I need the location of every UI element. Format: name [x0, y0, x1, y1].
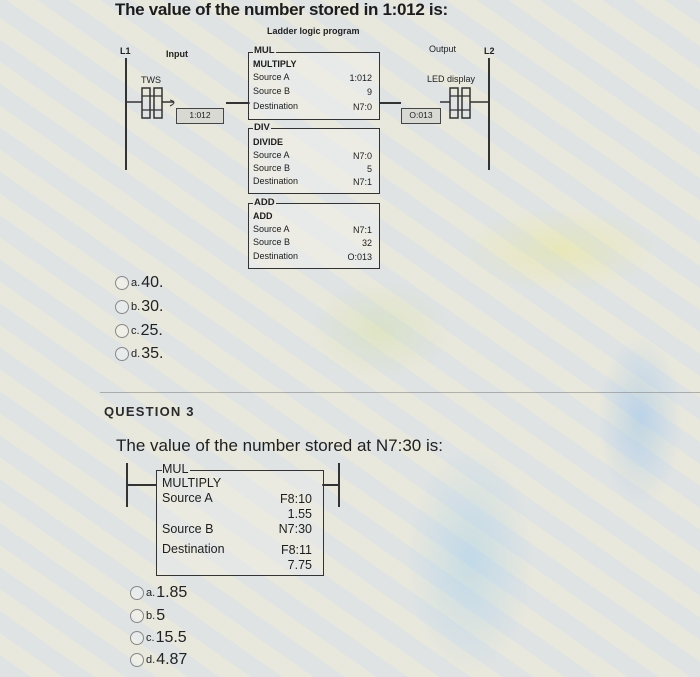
question-3-text: The value of the number stored at N7:30 … — [116, 436, 443, 455]
add-block — [248, 203, 380, 269]
tws-label: TWS — [141, 75, 161, 85]
rail-left — [125, 58, 127, 170]
div-name: DIVIDE — [253, 137, 284, 147]
q3-option-b[interactable]: b. 5 — [130, 607, 165, 625]
add-destination-value: O:013 — [347, 252, 372, 262]
input-address-box: 1:012 — [176, 108, 224, 124]
output-label: Output — [429, 44, 457, 54]
q3-source-b-label: Source B — [162, 522, 214, 536]
q3-rail-right — [338, 463, 340, 507]
option-letter: d. — [131, 348, 141, 360]
led-display-icon — [440, 87, 488, 119]
option-text: 4.87 — [156, 651, 188, 668]
q2-option-a[interactable]: a. 40. — [115, 274, 163, 292]
mul-destination-label: Destination — [253, 101, 299, 111]
q3-rung-wire — [127, 484, 157, 486]
input-label: Input — [166, 49, 188, 59]
q3-mul-name: MULTIPLY — [162, 476, 222, 490]
mul-source-a-value: 1:012 — [349, 73, 372, 83]
mul-destination-value: N7:0 — [352, 102, 372, 112]
option-letter: b. — [131, 301, 141, 313]
thumbwheel-switch-icon — [126, 87, 175, 119]
question-3-heading: QUESTION 3 — [104, 404, 195, 419]
led-display-label: LED display — [427, 74, 476, 84]
q3-destination-address: F8:11 — [280, 543, 312, 557]
radio-icon[interactable] — [115, 276, 129, 290]
q3-mul-tag: MUL — [162, 462, 191, 477]
option-text: 30. — [141, 298, 164, 315]
q3-option-c[interactable]: c. 15.5 — [130, 629, 187, 647]
div-destination-label: Destination — [253, 176, 299, 186]
mul-block — [248, 52, 380, 120]
div-tag: DIV — [253, 122, 271, 133]
rung-wire — [379, 102, 401, 104]
question-title: The value of the number stored in 1:012 … — [115, 0, 448, 19]
add-tag: ADD — [253, 197, 276, 208]
rail-right — [488, 58, 490, 170]
radio-icon[interactable] — [115, 324, 129, 338]
option-letter: a. — [131, 277, 141, 289]
radio-icon[interactable] — [115, 347, 129, 361]
div-source-a-label: Source A — [253, 150, 290, 160]
add-destination-label: Destination — [253, 251, 299, 261]
add-source-b-value: 32 — [361, 238, 372, 248]
q2-option-b[interactable]: b. 30. — [115, 298, 163, 316]
q3-destination-value: 7.75 — [287, 558, 312, 572]
mul-source-a-label: Source A — [253, 72, 290, 82]
add-name: ADD — [253, 211, 273, 221]
div-destination-value: N7:1 — [352, 177, 372, 187]
q3-source-b-value: N7:30 — [278, 522, 312, 536]
option-letter: c. — [131, 325, 140, 337]
mul-source-b-label: Source B — [253, 86, 291, 96]
option-letter: b. — [146, 610, 156, 622]
div-source-b-value: 5 — [366, 164, 372, 174]
q3-source-a-value: 1.55 — [287, 507, 312, 521]
section-divider — [100, 392, 700, 393]
radio-icon[interactable] — [130, 586, 144, 600]
option-letter: c. — [146, 632, 155, 644]
rail-left-label: L1 — [120, 46, 131, 56]
option-text: 1.85 — [156, 584, 188, 601]
q3-source-a-label: Source A — [162, 491, 213, 505]
radio-icon[interactable] — [130, 609, 144, 623]
div-block — [248, 128, 380, 194]
q2-option-d[interactable]: d. 35. — [115, 345, 163, 363]
option-letter: d. — [146, 654, 156, 666]
q2-option-c[interactable]: c. 25. — [115, 322, 163, 340]
output-address-box: O:013 — [401, 108, 441, 124]
radio-icon[interactable] — [115, 300, 129, 314]
option-text: 25. — [140, 322, 163, 339]
option-letter: a. — [146, 587, 156, 599]
div-source-b-label: Source B — [253, 163, 291, 173]
add-source-b-label: Source B — [253, 237, 291, 247]
q3-source-a-address: F8:10 — [280, 492, 312, 506]
radio-icon[interactable] — [130, 653, 144, 667]
option-text: 5 — [156, 607, 166, 624]
radio-icon[interactable] — [130, 631, 144, 645]
q3-option-a[interactable]: a. 1.85 — [130, 584, 187, 602]
option-text: 40. — [141, 274, 164, 291]
rung-wire — [226, 102, 250, 104]
q3-rung-wire — [322, 484, 339, 486]
add-source-a-label: Source A — [253, 224, 290, 234]
option-text: 15.5 — [155, 629, 187, 646]
diagram-caption: Ladder logic program — [267, 26, 360, 36]
div-source-a-value: N7:0 — [352, 151, 372, 161]
rail-right-label: L2 — [484, 46, 495, 56]
q3-mul-block — [156, 470, 324, 576]
add-source-a-value: N7:1 — [352, 225, 372, 235]
mul-tag: MUL — [253, 45, 276, 56]
option-text: 35. — [141, 345, 164, 362]
mul-name: MULTIPLY — [253, 59, 297, 69]
mul-source-b-value: 9 — [366, 87, 372, 97]
q3-destination-label: Destination — [162, 542, 225, 556]
q3-option-d[interactable]: d. 4.87 — [130, 651, 187, 669]
